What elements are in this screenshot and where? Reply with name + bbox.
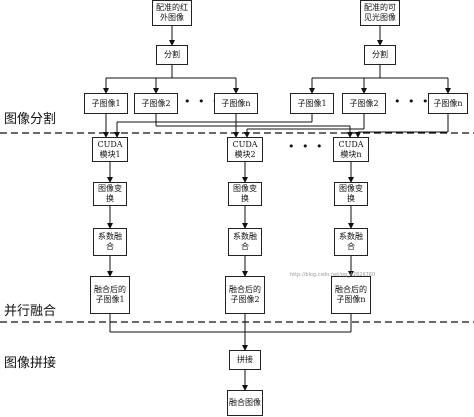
split-box-right: 分割	[364, 45, 396, 65]
fusion-box-1: 系数融合	[93, 228, 127, 256]
stitch-box: 拼接	[229, 350, 261, 370]
right-sub-image-n: 子图像n	[428, 93, 468, 114]
fused-sub-image-n: 融合后的子图像n	[331, 276, 371, 314]
right-sub-image-2: 子图像2	[342, 93, 386, 114]
left-ellipsis: • • •	[184, 95, 221, 108]
cuda-module-2: CUDA模块2	[227, 137, 263, 162]
final-fused-image-box: 融合图像	[227, 390, 263, 416]
left-sub-image-1: 子图像1	[84, 93, 128, 114]
cuda-module-n: CUDA模块n	[333, 137, 369, 162]
fusion-box-2: 系数融合	[228, 228, 262, 256]
right-sub-image-1: 子图像1	[290, 93, 334, 114]
right-ellipsis: • • •	[394, 95, 431, 108]
stage-label-split: 图像分割	[4, 112, 57, 127]
cuda-ellipsis: • • •	[288, 140, 325, 153]
infrared-image-box: 配准的红外图像	[152, 0, 192, 26]
visible-image-box: 配准的可见光图像	[360, 0, 400, 26]
fusion-box-n: 系数融合	[334, 228, 368, 256]
watermark: http://blog.csdn.net/qq_42826760	[290, 272, 376, 278]
left-sub-image-n: 子图像n	[214, 93, 258, 114]
left-sub-image-2: 子图像2	[134, 93, 178, 114]
stage-label-parallel: 并行融合	[4, 304, 57, 319]
stage-label-stitch: 图像拼接	[4, 356, 57, 371]
fused-sub-image-1: 融合后的子图像1	[90, 276, 130, 314]
fused-sub-image-2: 融合后的子图像2	[225, 276, 265, 314]
transform-box-1: 图像变换	[93, 182, 127, 206]
transform-box-n: 图像变换	[334, 182, 368, 206]
transform-box-2: 图像变换	[228, 182, 262, 206]
split-box-left: 分割	[156, 45, 188, 65]
cuda-module-1: CUDA模块1	[92, 137, 128, 162]
